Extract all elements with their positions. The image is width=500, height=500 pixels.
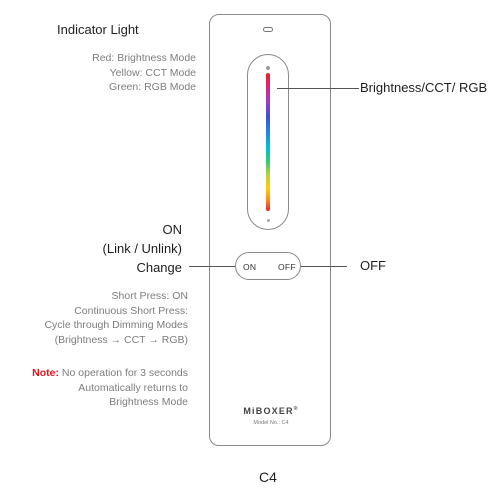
mode-red: Red: Brightness Mode (92, 52, 196, 64)
on-button-label: ON (243, 262, 257, 272)
off-button-label: OFF (278, 262, 296, 272)
remote-body (209, 14, 331, 446)
note-line: Brightness Mode (109, 396, 188, 408)
touch-slider (247, 54, 289, 230)
on-label-block: ON (Link / Unlink) Change (60, 220, 182, 277)
on-desc-line: Cycle through Dimming Modes (44, 319, 188, 331)
indicator-modes: Red: Brightness Mode Yellow: CCT Mode Gr… (40, 51, 196, 95)
on-desc-line: Continuous Short Press: (74, 304, 188, 317)
slider-top-dot (266, 66, 270, 70)
indicator-light (263, 27, 273, 32)
on-off-button (235, 252, 301, 280)
slider-callout-line (277, 88, 359, 89)
change-label: Change (136, 260, 182, 275)
off-callout-line (301, 266, 347, 267)
note-line: Automatically returns to (78, 381, 188, 394)
rgb-gradient-bar (266, 73, 270, 211)
on-description: Short Press: ON Continuous Short Press: … (10, 289, 188, 347)
note-line: No operation for 3 seconds (61, 367, 188, 379)
on-desc-line: (Brightness → CCT → RGB) (54, 333, 188, 346)
note-block: Note: No operation for 3 seconds Automat… (0, 366, 188, 410)
brand-logo: MiBOXER® (243, 406, 299, 416)
off-label: OFF (360, 258, 386, 273)
note-label: Note: (32, 367, 59, 379)
mode-yellow: Yellow: CCT Mode (109, 66, 196, 79)
indicator-light-label: Indicator Light (57, 22, 139, 37)
slider-label: Brightness/CCT/ RGB (360, 80, 488, 95)
on-callout-line (189, 266, 235, 267)
on-label: ON (162, 222, 183, 237)
link-unlink-label: (Link / Unlink) (102, 241, 182, 256)
model-number: Model No.: C4 (253, 420, 289, 426)
on-desc-line: Short Press: ON (111, 290, 188, 302)
slider-bottom-dot (267, 219, 270, 222)
model-caption: C4 (259, 469, 277, 485)
mode-green: Green: RGB Mode (109, 81, 196, 93)
